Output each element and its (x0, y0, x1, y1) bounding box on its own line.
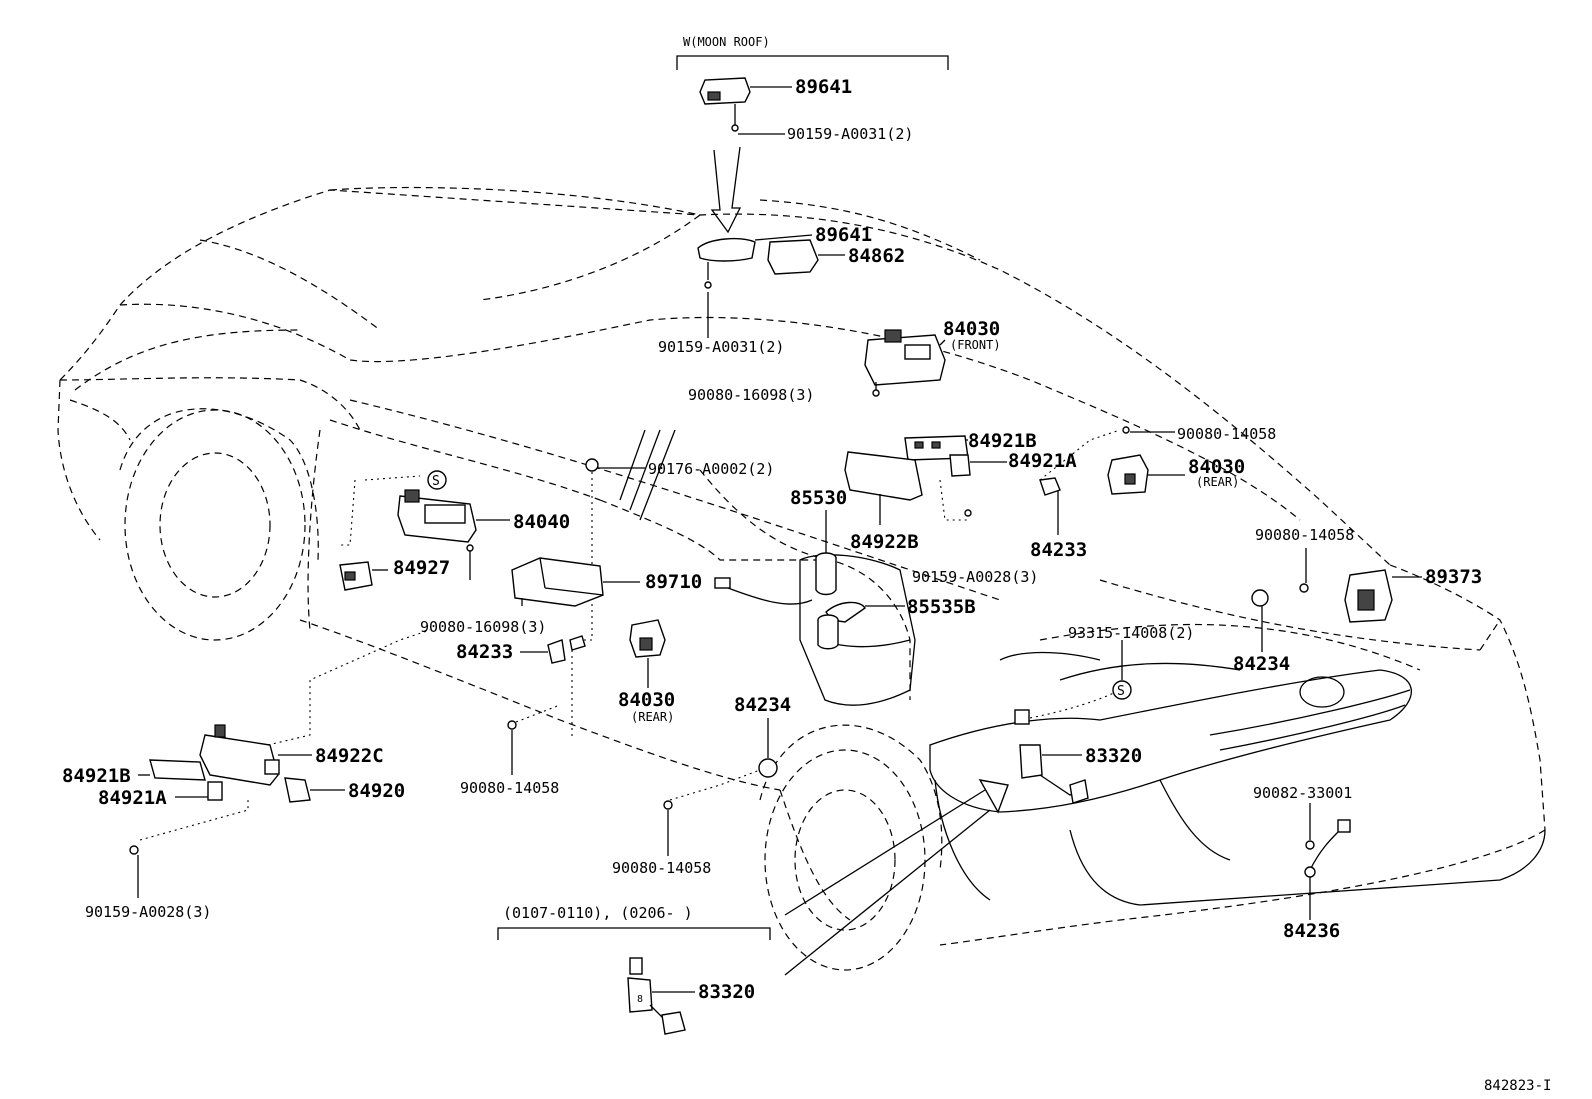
group-note: W(MOON ROOF) (683, 35, 770, 49)
part-84927 (339, 561, 388, 591)
label-89641: 89641 (815, 224, 872, 246)
label-84921a-right: 84921A (1008, 450, 1077, 472)
part-84921a-left (175, 781, 223, 801)
moon-roof-arrow (710, 146, 742, 234)
label-84921b-left: 84921B (62, 765, 131, 787)
part-85530 (714, 510, 837, 605)
label-84922c: 84922C (315, 745, 384, 767)
label-84862: 84862 (848, 245, 905, 267)
arrow-83320 (784, 779, 1009, 976)
part-84920 (284, 777, 345, 803)
front-note: (FRONT) (950, 338, 1001, 352)
part-84921a-right (949, 454, 1007, 477)
label-90080-14058-b: 90080-14058 (1255, 526, 1354, 544)
part-85535b (817, 601, 905, 650)
leader-lines-left (129, 629, 431, 898)
label-85535b: 85535B (907, 596, 976, 618)
label-89710: 89710 (645, 571, 702, 593)
svg-text:S: S (1117, 684, 1125, 699)
part-84234-right (1251, 548, 1309, 652)
bracket-moon-roof (676, 55, 949, 70)
label-84030-rear-mid: 84030 (618, 689, 675, 711)
diagram-code: 842823-I (1484, 1078, 1551, 1094)
screws-90080-14058-left (507, 704, 673, 856)
trunk-floor (929, 651, 1546, 906)
label-84921a-left: 84921A (98, 787, 167, 809)
label-89641-top: 89641 (795, 76, 852, 98)
label-84040: 84040 (513, 511, 570, 533)
label-84030-rear-right: 84030 (1188, 456, 1245, 478)
part-84234-mid (669, 718, 778, 801)
label-84920: 84920 (348, 780, 405, 802)
label-84234-mid: 84234 (734, 694, 791, 716)
bracket-date-range (497, 927, 771, 940)
part-89373 (1344, 569, 1422, 623)
label-84922b: 84922B (850, 531, 919, 553)
part-84921b-left (138, 759, 206, 781)
label-84233-left: 84233 (456, 641, 513, 663)
part-83320-right (1014, 689, 1121, 804)
svg-text:S: S (432, 474, 440, 489)
part-84922c (199, 724, 312, 786)
s-mark-1: S (427, 470, 447, 490)
label-90080-14058-a: 90080-14058 (1177, 425, 1276, 443)
label-90159-a0031: 90159-A0031(2) (658, 338, 784, 356)
label-90176: 90176-A0002(2) (648, 460, 774, 478)
label-89373: 89373 (1425, 566, 1482, 588)
s-mark-2: S (1112, 680, 1132, 700)
label-90159-a0028-mid: 90159-A0028(3) (912, 568, 1038, 586)
part-84030-rear-mid (629, 619, 666, 688)
label-90080-14058-c: 90080-14058 (460, 779, 559, 797)
car-body-outline (57, 186, 1546, 971)
label-90080-16098-a: 90080-16098(3) (688, 386, 814, 404)
part-89641-top (699, 77, 792, 135)
part-84233-right (1039, 426, 1175, 535)
label-83320-bottom: 83320 (698, 981, 755, 1003)
label-85530: 85530 (790, 487, 847, 509)
part-90176-clip (571, 458, 645, 740)
part-89710 (511, 557, 640, 607)
label-90080-14058-d: 90080-14058 (612, 859, 711, 877)
label-84234-right: 84234 (1233, 653, 1290, 675)
label-84927: 84927 (393, 557, 450, 579)
label-84233-right: 84233 (1030, 539, 1087, 561)
label-90080-16098-b: 90080-16098(3) (420, 618, 546, 636)
part-84922b (844, 451, 972, 525)
part-84030-rear-right (1107, 454, 1185, 495)
rear-note-right: (REAR) (1196, 475, 1239, 489)
label-83320-right: 83320 (1085, 745, 1142, 767)
part-83320-bottom: 8 (627, 957, 695, 1035)
label-84236: 84236 (1283, 920, 1340, 942)
label-90159-a0028-left: 90159-A0028(3) (85, 903, 211, 921)
part-84040 (338, 475, 510, 580)
date-range: (0107-0110), (0206- ) (503, 904, 693, 922)
part-89641 (697, 234, 813, 338)
label-84921b-right: 84921B (968, 430, 1037, 452)
svg-text:8: 8 (637, 994, 643, 1005)
part-84030-front (864, 329, 946, 397)
rear-note-mid: (REAR) (631, 710, 674, 724)
part-84862 (767, 239, 845, 275)
part-84236 (1304, 803, 1351, 920)
part-84921b-right (904, 435, 969, 461)
label-90159-a0031-top: 90159-A0031(2) (787, 125, 913, 143)
part-84233-left (520, 635, 586, 664)
label-93315: 93315-14008(2) (1068, 624, 1194, 642)
label-90082: 90082-33001 (1253, 784, 1352, 802)
label-84030-front: 84030 (943, 318, 1000, 340)
